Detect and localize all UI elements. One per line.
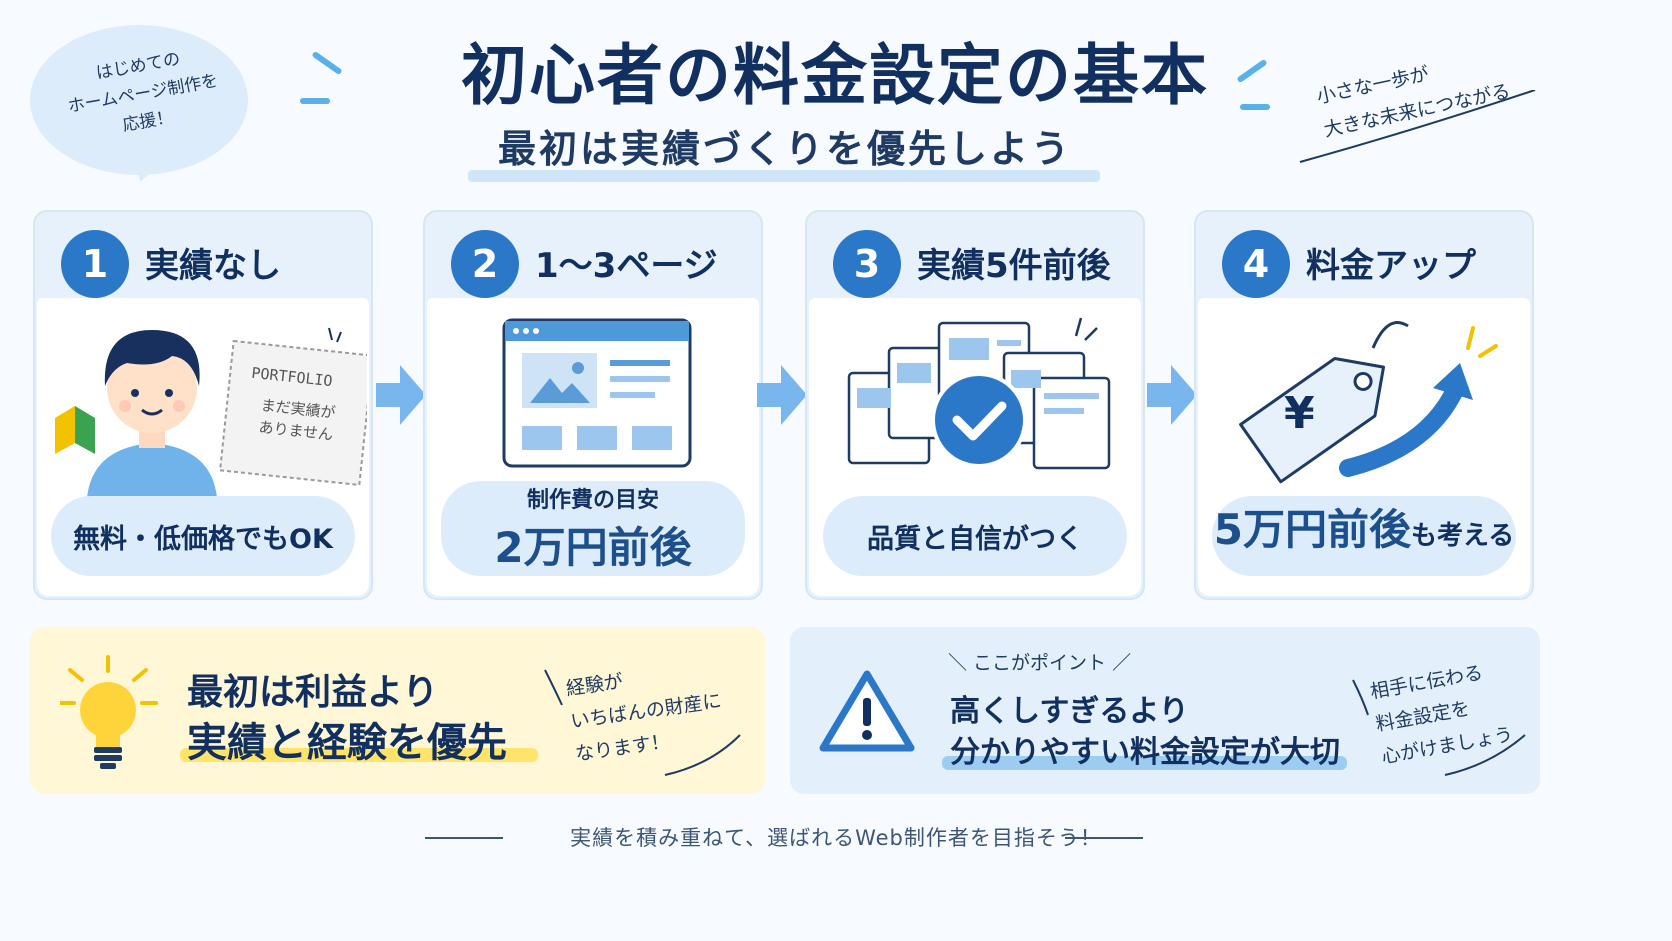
pill-small-text: 制作費の目安 xyxy=(526,488,659,513)
footer-divider xyxy=(425,837,503,839)
step-number: 4 xyxy=(1222,230,1290,298)
swoosh-line xyxy=(664,734,741,776)
pill-text: 品質と自信がつく xyxy=(867,523,1083,555)
step-card-1: 1 実績なし PORTFOLIO まだ実績が ありません 無料 xyxy=(33,210,373,600)
step-title: 実績5件前後 xyxy=(917,246,1111,286)
pill-text: 無料・低価格でもOK xyxy=(73,523,333,555)
footer-text: 実績を積み重ねて、選ばれるWeb制作者を目指そう！ xyxy=(570,826,1102,850)
accent-mark xyxy=(1240,104,1270,110)
step-illustration-area: ¥ 5万円前後 も考える xyxy=(1198,298,1530,596)
step-illustration-area: PORTFOLIO まだ実績が ありません 無料・低価格でもOK xyxy=(37,298,369,596)
speech-bubble xyxy=(30,25,248,175)
tip-panel-left xyxy=(30,627,765,794)
swoosh-line xyxy=(1444,734,1526,776)
step-number: 3 xyxy=(833,230,901,298)
step-card-2: 2 1〜3ページ 制作費の目安 2万円前後 xyxy=(423,210,763,600)
webpage-icon xyxy=(502,318,692,468)
lightbulb-icon xyxy=(60,655,158,769)
accent-mark xyxy=(300,98,330,104)
pill-rest-text: も考える xyxy=(1411,521,1515,551)
page-title: 初心者の料金設定の基本 xyxy=(461,37,1209,114)
arrow-right-icon xyxy=(376,365,426,425)
warning-icon xyxy=(819,670,915,752)
step-title: 実績なし xyxy=(145,246,281,286)
beginner-person-icon xyxy=(55,327,367,498)
arrow-right-icon xyxy=(757,365,807,425)
step-title: 1〜3ページ xyxy=(535,246,718,286)
step-number: 2 xyxy=(451,230,519,298)
step-pill: 5万円前後 も考える xyxy=(1212,496,1516,576)
page-subtitle: 最初は実績づくりを優先しよう xyxy=(497,127,1072,171)
step-card-4: 4 料金アップ ¥ 5万円前後 も考える xyxy=(1194,210,1534,600)
arrow-right-icon xyxy=(1147,365,1197,425)
subtitle-underline xyxy=(468,170,1100,182)
quote-mark xyxy=(544,669,563,706)
pill-big-text: 5万円前後 xyxy=(1213,505,1411,554)
step-number: 1 xyxy=(61,230,129,298)
quote-mark xyxy=(1352,679,1369,716)
point-label: ＼ ここがポイント ／ xyxy=(948,652,1132,674)
step-pill: 無料・低価格でもOK xyxy=(51,496,355,576)
highlight-bar xyxy=(942,756,1347,770)
step-title: 料金アップ xyxy=(1306,246,1476,286)
tip-right-line1: 高くしすぎるより xyxy=(950,694,1189,729)
step-illustration-area: 制作費の目安 2万円前後 xyxy=(427,298,759,596)
step-illustration-area: 品質と自信がつく xyxy=(809,298,1141,596)
highlight-bar xyxy=(180,748,538,762)
portfolio-pages-check-icon xyxy=(847,317,1111,470)
price-tag-up-icon xyxy=(1239,321,1498,484)
step-pill: 品質と自信がつく xyxy=(823,496,1127,576)
footer-divider xyxy=(1065,837,1143,839)
pill-big-text: 2万円前後 xyxy=(494,523,692,572)
tip-right-line2: 分かりやすい料金設定が大切 xyxy=(950,735,1340,770)
step-card-3: 3 実績5件前後 品質と自信がつく xyxy=(805,210,1145,600)
step-pill: 制作費の目安 2万円前後 xyxy=(441,481,745,576)
tip-left-line2: 実績と経験を優先 xyxy=(187,720,507,766)
yen-symbol: ¥ xyxy=(1284,388,1315,439)
tip-left-line1: 最初は利益より xyxy=(187,672,439,713)
swoosh-line xyxy=(1299,90,1536,163)
